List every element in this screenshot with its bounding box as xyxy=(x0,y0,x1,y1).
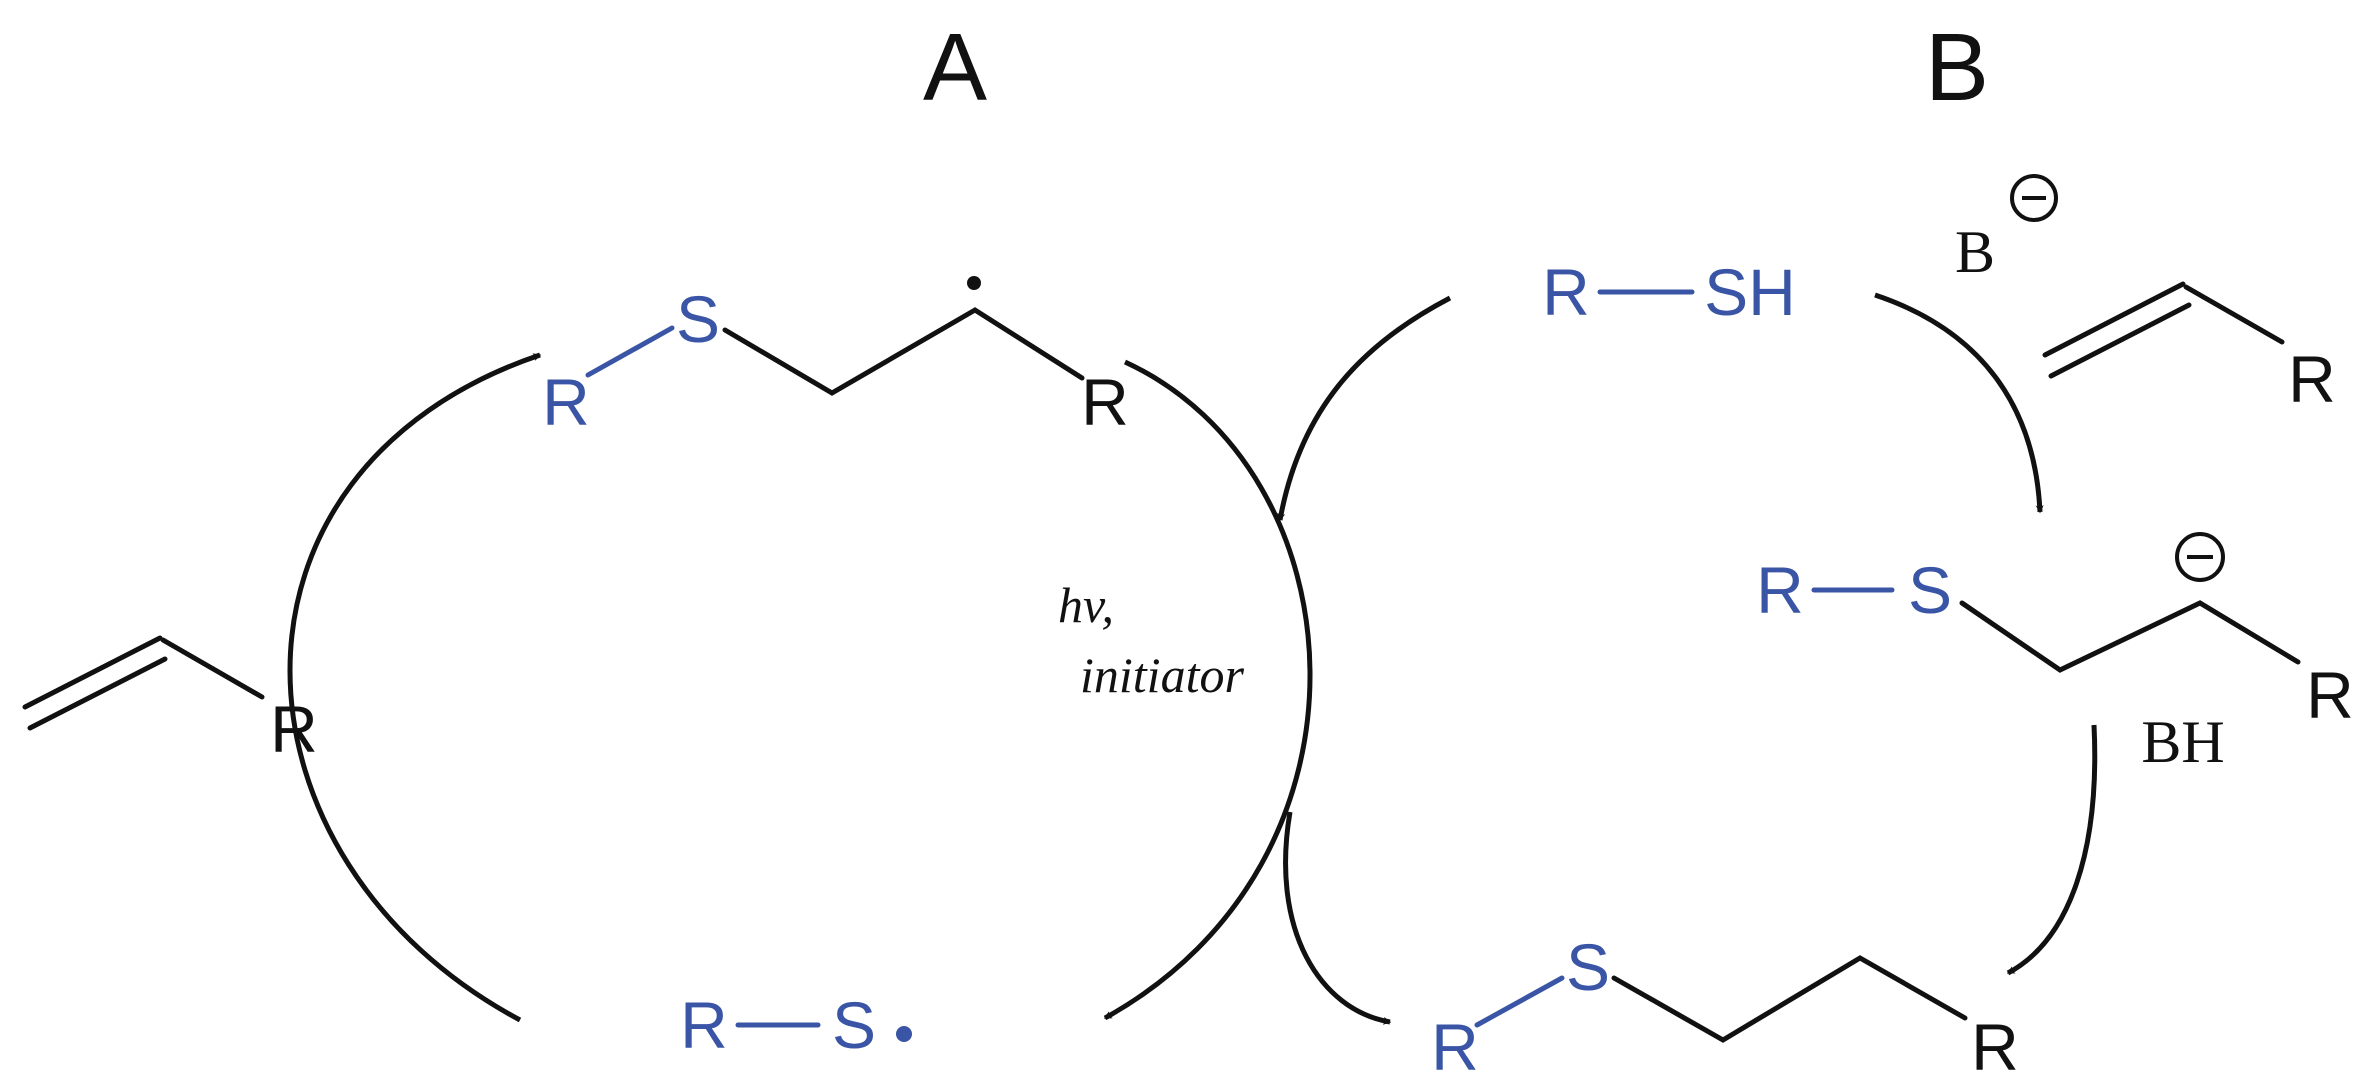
atom-label-r: R xyxy=(2306,658,2354,732)
thioether-product: R S R xyxy=(1431,930,2019,1084)
atom-label-r: R xyxy=(1431,1010,1479,1084)
single-bond xyxy=(160,637,265,700)
conditions-line-1: hv, xyxy=(1058,577,1114,633)
carbon-chain-bond xyxy=(1611,955,1968,1043)
atom-label-r: R xyxy=(680,988,728,1062)
cycle-arrow-right xyxy=(1103,359,1313,1021)
atom-label-r: R xyxy=(542,365,590,439)
atom-label-r: R xyxy=(1542,255,1590,329)
thiyl-radical: R S xyxy=(680,988,912,1062)
alkene-left: R xyxy=(22,635,318,766)
atom-label-s: S xyxy=(1908,553,1952,627)
atom-label-r: R xyxy=(1971,1010,2019,1084)
thiol-to-cycle-a-arrow xyxy=(1277,295,1452,522)
thiol-reagent: R SH xyxy=(1542,255,1796,329)
r-s-bond xyxy=(1474,975,1565,1028)
negative-charge xyxy=(2175,532,2225,582)
alkene-right: R xyxy=(2042,281,2336,416)
carbanion-to-product-arrow xyxy=(2006,724,2098,976)
atom-label-r: R xyxy=(2288,342,2336,416)
atom-label-s: S xyxy=(676,282,720,356)
carbanion-intermediate: R S R xyxy=(1756,532,2354,732)
conjugate-acid-label: BH xyxy=(2141,709,2224,775)
panel-label-a: A xyxy=(923,14,987,121)
base-label: B xyxy=(1955,219,1995,285)
thiol-to-carbanion-arrow xyxy=(1874,292,2044,514)
radical-dot xyxy=(896,1026,912,1042)
carbon-chain-bond xyxy=(722,307,1085,396)
double-bond xyxy=(27,656,168,731)
radical-dot xyxy=(967,276,981,290)
r-s-bond xyxy=(585,325,675,378)
conditions-line-2: initiator xyxy=(1080,647,1244,703)
negative-charge xyxy=(2010,174,2058,222)
atom-label-r: R xyxy=(1081,365,1129,439)
cycle-arrow-left xyxy=(287,352,542,1023)
single-bond xyxy=(2183,284,2285,345)
radical-intermediate: R S R xyxy=(542,276,1129,439)
carbon-chain-bond xyxy=(1959,600,2301,673)
atom-label-r: R xyxy=(1756,553,1804,627)
atom-label-s: S xyxy=(832,988,876,1062)
product-arrow xyxy=(1283,811,1392,1025)
base-anion: B xyxy=(1955,174,2058,285)
double-bond xyxy=(22,635,163,710)
double-bond xyxy=(2048,302,2192,379)
atom-label-s: S xyxy=(1566,930,1610,1004)
atom-label-sh: SH xyxy=(1704,255,1796,329)
double-bond xyxy=(2042,281,2186,358)
panel-label-b: B xyxy=(1925,14,1989,121)
